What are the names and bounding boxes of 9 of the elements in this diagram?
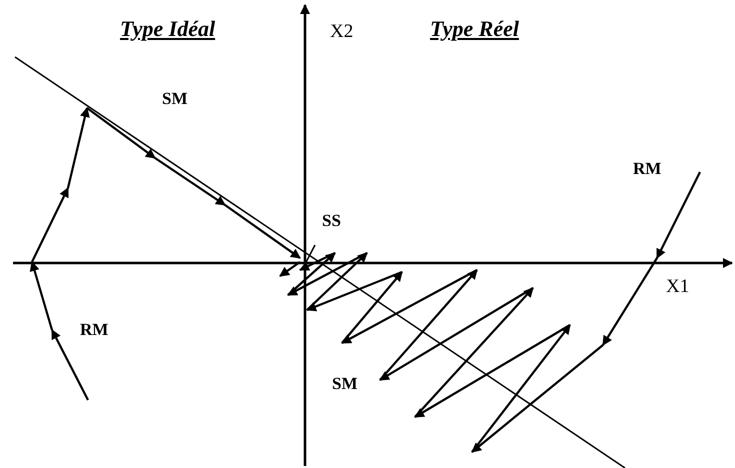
axis-label: X2	[330, 22, 354, 41]
axis-label: X1	[666, 277, 690, 296]
trajectory-label: SS	[322, 212, 341, 229]
trajectory-label: SM	[332, 375, 358, 392]
title-label: Type Idéal	[120, 18, 216, 40]
title-label: Type Réel	[430, 18, 519, 40]
trajectory-label: SM	[162, 90, 188, 107]
trajectory-label: RM	[633, 160, 662, 177]
trajectory-label: RM	[80, 321, 108, 338]
